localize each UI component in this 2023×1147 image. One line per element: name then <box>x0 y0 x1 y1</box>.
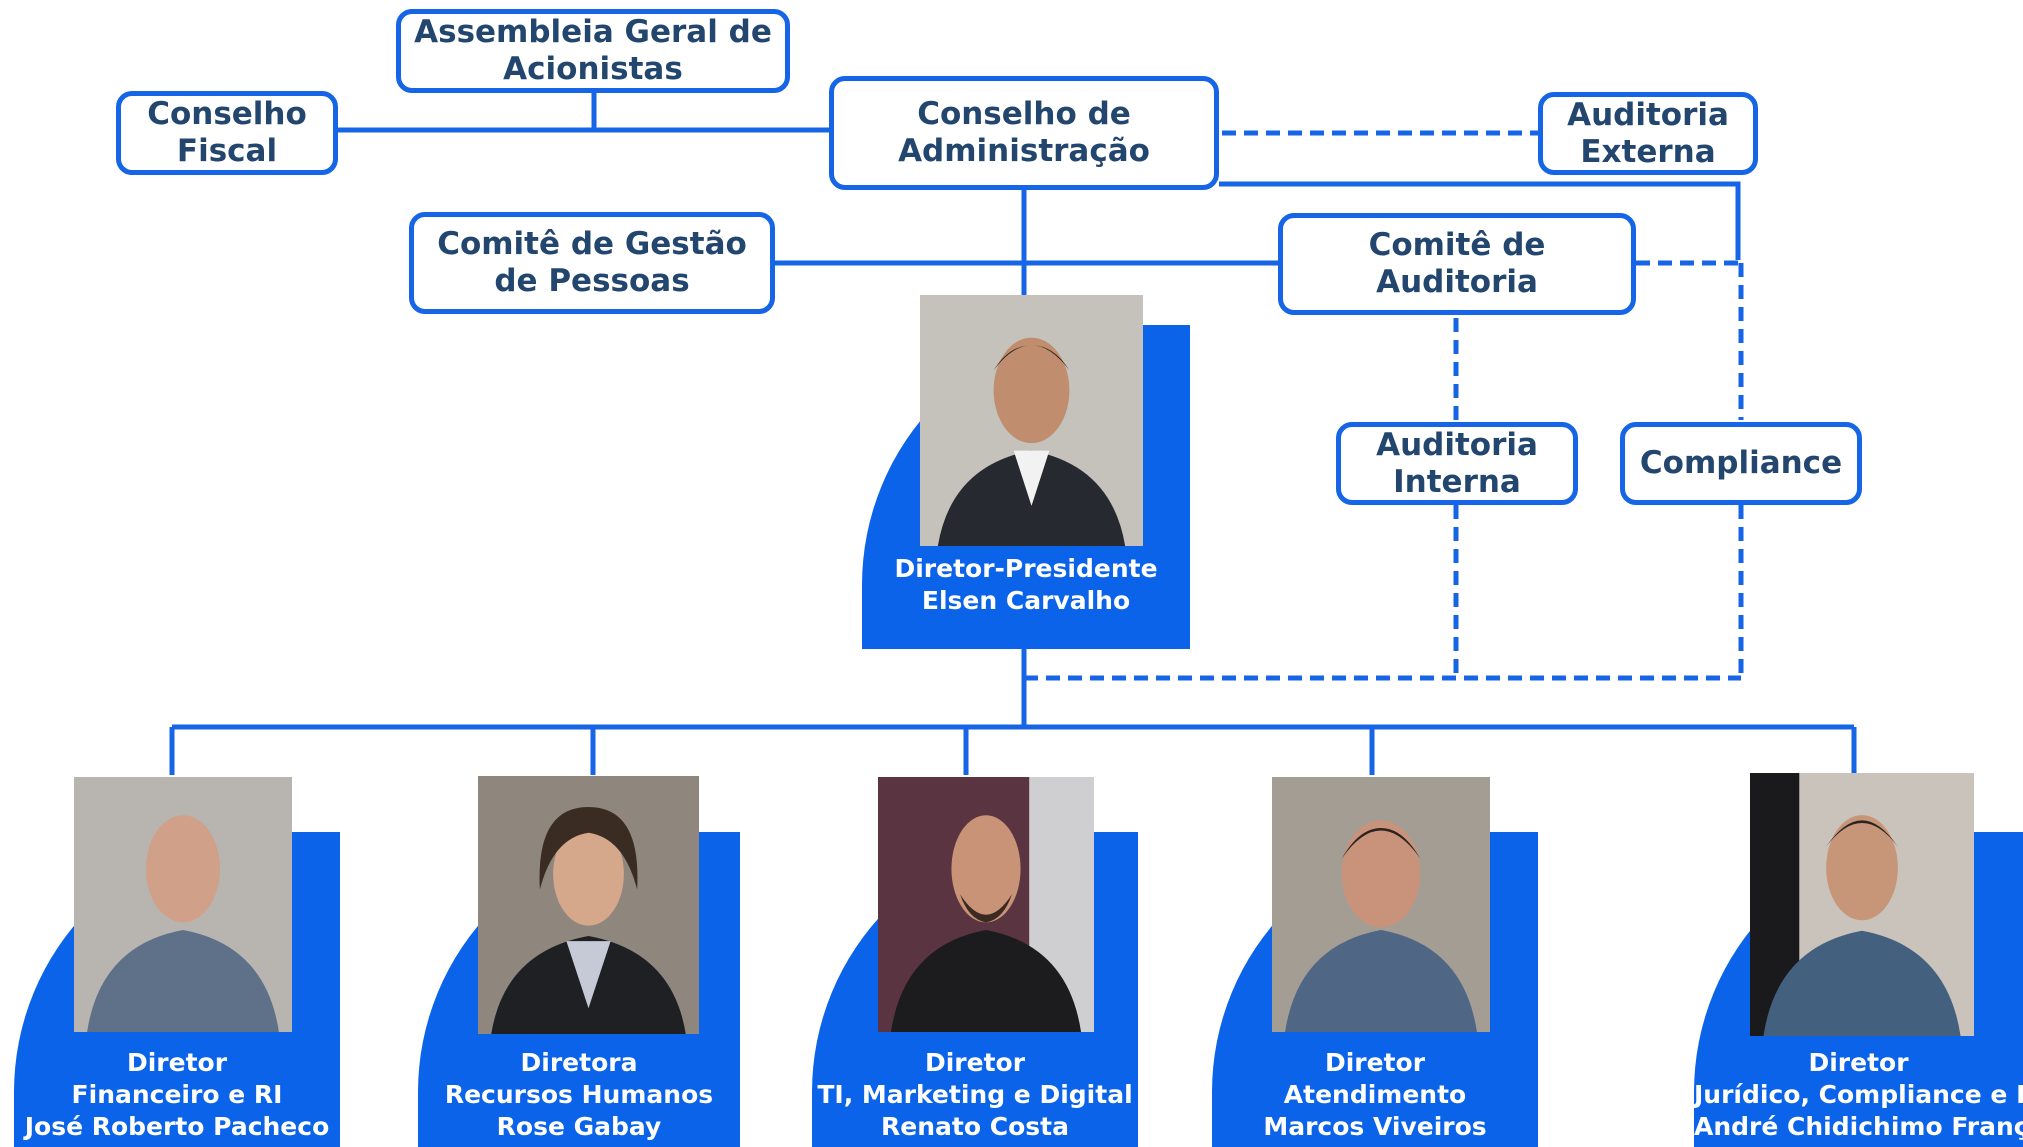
box-auditoria-interna: Auditoria Interna <box>1336 422 1578 505</box>
box-compliance: Compliance <box>1620 422 1862 505</box>
director-caption: Diretor Atendimento Marcos Viveiros <box>1212 1047 1538 1143</box>
director-area: Atendimento <box>1283 1080 1467 1109</box>
director-card: Diretora Recursos Humanos Rose Gabay <box>418 776 740 1147</box>
director-caption: Diretor Financeiro e RI José Roberto Pac… <box>14 1047 340 1143</box>
director-title: Diretor <box>126 1048 228 1077</box>
director-card: Diretor Financeiro e RI José Roberto Pac… <box>14 777 340 1147</box>
director-card: Diretor Jurídico, Compliance e DPO André… <box>1694 773 2023 1147</box>
director-title: Diretor <box>1808 1048 1909 1077</box>
director-title: Diretor <box>1324 1048 1426 1077</box>
director-card: Diretor Atendimento Marcos Viveiros <box>1212 777 1538 1147</box>
ceo-photo <box>920 295 1143 546</box>
director-name: Renato Costa <box>881 1112 1069 1141</box>
ceo-card: Diretor-Presidente Elsen Carvalho <box>862 295 1190 649</box>
director-photo <box>74 777 292 1032</box>
line-conselho-compliance <box>1219 181 1741 260</box>
box-conselho-fiscal: Conselho Fiscal <box>116 91 338 175</box>
director-area: Recursos Humanos <box>444 1080 714 1109</box>
director-photo <box>878 777 1094 1032</box>
director-name: José Roberto Pacheco <box>24 1112 330 1141</box>
director-title: Diretor <box>924 1048 1026 1077</box>
director-title: Diretora <box>520 1048 638 1077</box>
director-card: Diretor TI, Marketing e Digital Renato C… <box>812 777 1138 1147</box>
ceo-name: Elsen Carvalho <box>921 586 1131 615</box>
director-name: André Chidichimo França <box>1694 1112 2023 1141</box>
director-photo <box>1272 777 1490 1032</box>
director-caption: Diretora Recursos Humanos Rose Gabay <box>418 1047 740 1143</box>
director-area: Financeiro e RI <box>71 1080 283 1109</box>
director-photo <box>1750 773 1974 1036</box>
box-assembleia-geral: Assembleia Geral de Acionistas <box>396 9 790 93</box>
director-caption: Diretor TI, Marketing e Digital Renato C… <box>812 1047 1138 1143</box>
director-area: TI, Marketing e Digital <box>817 1080 1133 1109</box>
box-comite-auditoria: Comitê de Auditoria <box>1278 213 1636 315</box>
director-caption: Diretor Jurídico, Compliance e DPO André… <box>1694 1047 2023 1143</box>
director-name: Rose Gabay <box>496 1112 662 1141</box>
director-name: Marcos Viveiros <box>1263 1112 1487 1141</box>
box-auditoria-externa: Auditoria Externa <box>1538 92 1758 175</box>
director-photo <box>478 776 699 1034</box>
ceo-caption: Diretor-Presidente Elsen Carvalho <box>862 553 1190 617</box>
director-area: Jurídico, Compliance e DPO <box>1694 1080 2023 1109</box>
ceo-role: Diretor-Presidente <box>894 554 1158 583</box>
box-conselho-administracao: Conselho de Administração <box>829 76 1219 190</box>
box-comite-gestao-pessoas: Comitê de Gestão de Pessoas <box>409 212 775 314</box>
